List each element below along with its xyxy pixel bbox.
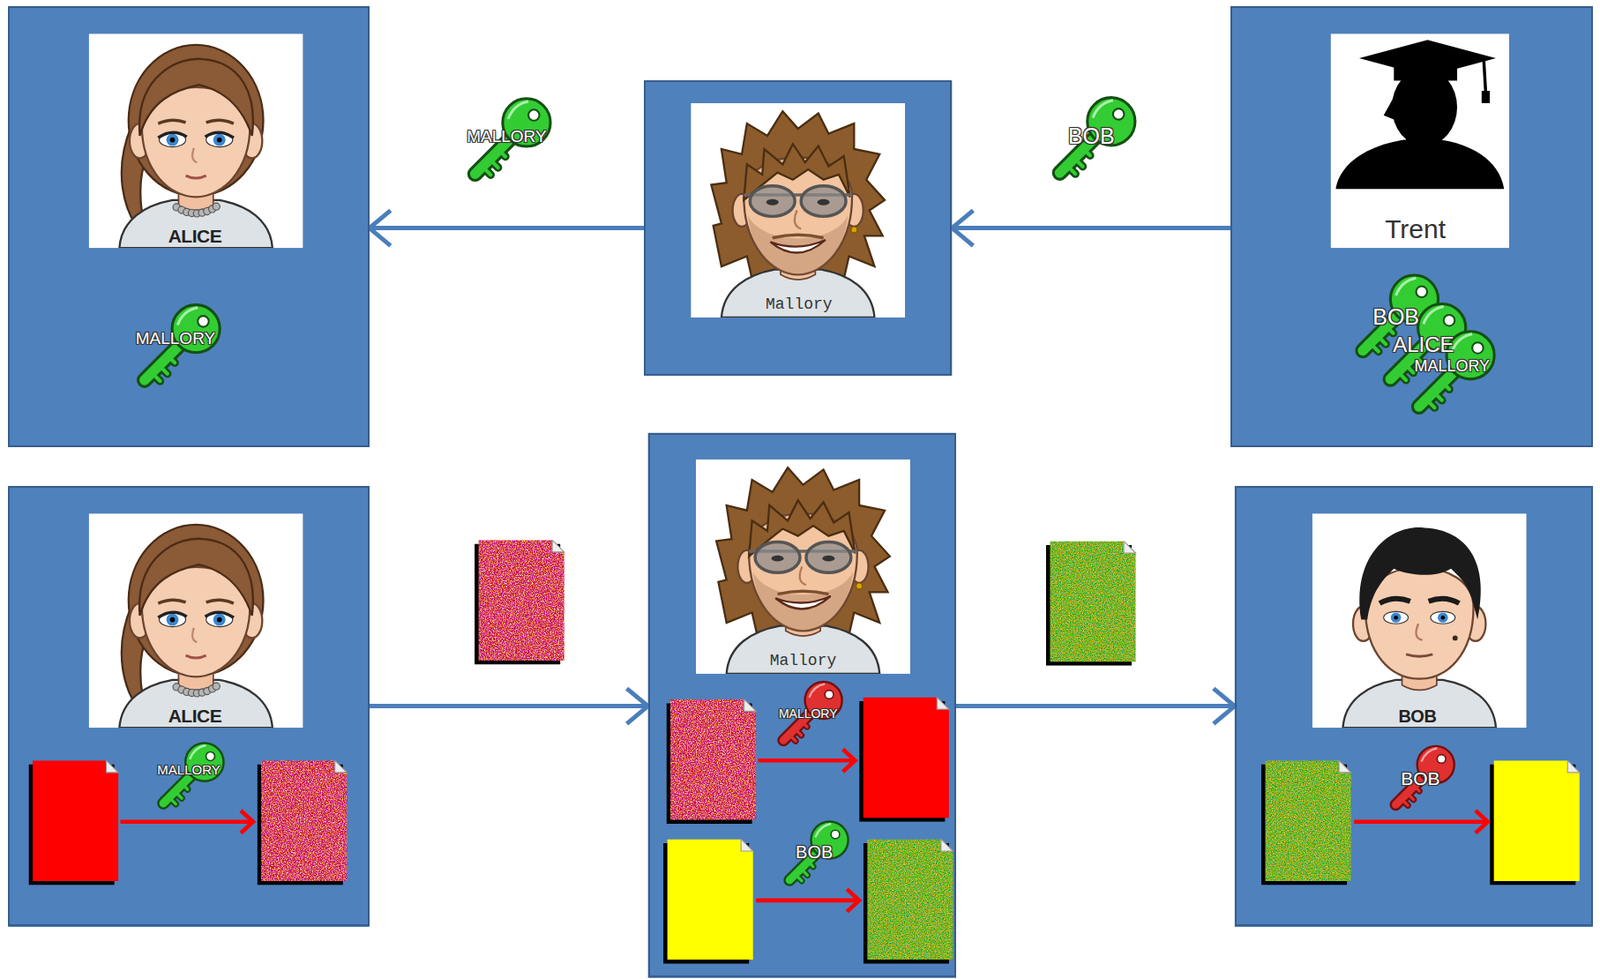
arrow-line [956, 703, 1235, 709]
person-name: Trent [1384, 214, 1446, 244]
arrow-connector [369, 210, 644, 247]
key-label: MALLORY [1413, 358, 1490, 377]
panel-fills [7, 485, 370, 928]
arrow-line [369, 703, 649, 709]
key-icons [1395, 746, 1454, 806]
panel-fills [7, 6, 1593, 979]
document-icons [257, 760, 348, 885]
shirt-name: Mallory [765, 296, 833, 315]
arrow-head [951, 210, 973, 247]
key-label: ALICE [1392, 333, 1454, 357]
panel-fills [643, 80, 952, 376]
encryption-arrows [755, 898, 860, 904]
encryption-arrows [120, 749, 1488, 913]
document-icons [863, 838, 954, 964]
arrow-line [369, 225, 644, 231]
avatar-figures [89, 33, 1527, 728]
arrow-head [627, 688, 649, 725]
panel-box: BOB BOB [1234, 485, 1593, 928]
document-icons [29, 539, 1580, 964]
avatar-figures [89, 513, 304, 728]
key-label: MALLORY [157, 762, 220, 778]
document-icons [1489, 760, 1580, 885]
arrow-line [951, 225, 1231, 231]
panel-fills [7, 6, 370, 448]
shirt-name: ALICE [168, 226, 223, 247]
key-label: BOB [1068, 124, 1115, 150]
key-label: BOB [1400, 768, 1440, 789]
encryption-arrows [120, 819, 254, 824]
shirt-name: Mallory [770, 652, 838, 671]
avatar-figures [1330, 33, 1510, 248]
encryption-arrows [1475, 810, 1488, 833]
encryption-arrows [843, 749, 856, 772]
key-label: MALLORY [466, 127, 546, 146]
encryption-arrows [1353, 819, 1488, 824]
arrow-connector [369, 688, 649, 725]
panel-box: ALICE MALLORY [7, 6, 370, 448]
document-icons [666, 699, 757, 824]
panel-box: TrentBOB ALICEMALLORY [1230, 6, 1593, 448]
key-label: MALLORY [135, 329, 216, 349]
document-icons [29, 760, 120, 885]
avatar-figures [695, 459, 911, 674]
avatar-figures [89, 33, 304, 248]
panel-box: Mallory [643, 80, 952, 375]
key-icons [789, 822, 848, 882]
panel-box: MalloryMALLORY BOB [648, 433, 957, 979]
encryption-arrows [758, 758, 856, 763]
key-label: BOB [795, 842, 833, 862]
key-icons [1060, 97, 1136, 174]
arrow-connector [956, 688, 1235, 725]
arrow-connector [951, 210, 1231, 247]
shirt-name: BOB [1398, 706, 1436, 726]
panel-fills [648, 433, 957, 979]
panel-fills [1230, 6, 1593, 448]
avatar-figures [1312, 513, 1527, 728]
key-label: MALLORY [778, 707, 838, 721]
avatar-figures [690, 103, 905, 318]
document-icons [859, 697, 950, 823]
shirt-name: ALICE [168, 706, 223, 727]
encryption-arrows [846, 889, 860, 912]
document-icons [1261, 760, 1352, 885]
arrow-head [369, 210, 391, 247]
document-icons [663, 838, 754, 964]
encryption-arrows [240, 810, 254, 833]
arrow-head [1213, 688, 1235, 725]
panel-fills [1234, 485, 1593, 928]
panel-box: ALICE MALLORY [7, 485, 370, 928]
key-label: BOB [1372, 305, 1420, 330]
document-icons [474, 539, 565, 665]
document-icons [1046, 540, 1137, 666]
